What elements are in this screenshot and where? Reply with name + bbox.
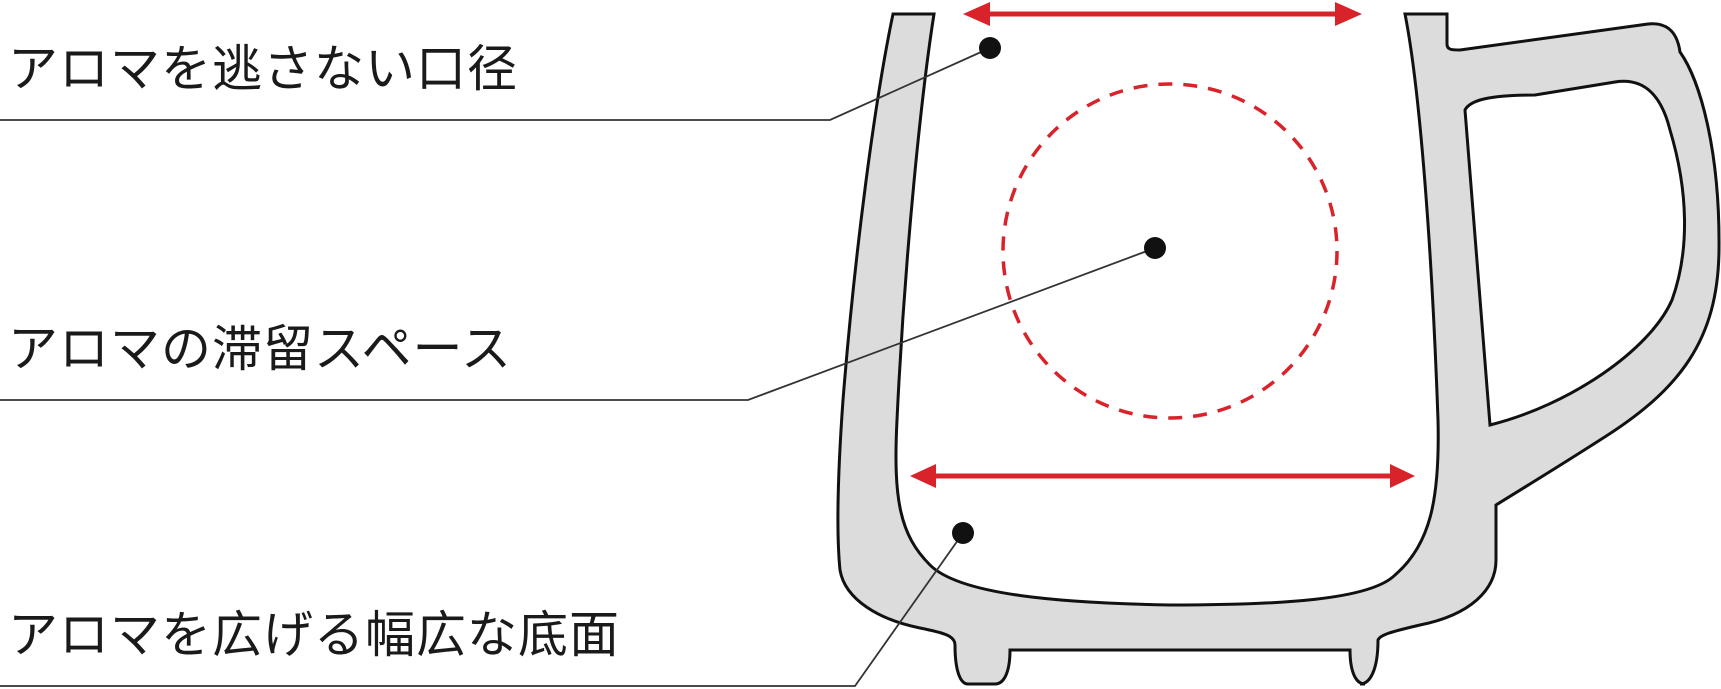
pointer-dot-icon	[952, 522, 974, 544]
double-arrow-icon	[910, 464, 1415, 488]
leader-line-mouth	[0, 47, 991, 121]
pointer-dot-icon	[979, 37, 1001, 59]
label-mouth: アロマを逃さない口径	[8, 40, 518, 98]
pointer-dot-icon	[1144, 237, 1166, 259]
leader-line-space	[0, 247, 1156, 401]
label-space: アロマの滞留スペース	[8, 320, 512, 378]
leader-line-base	[0, 532, 964, 687]
dashed-circle-icon	[1001, 82, 1339, 420]
double-arrow-icon	[963, 2, 1362, 26]
label-base: アロマを広げる幅広な底面	[8, 606, 620, 664]
mug-body	[836, 12, 1721, 686]
